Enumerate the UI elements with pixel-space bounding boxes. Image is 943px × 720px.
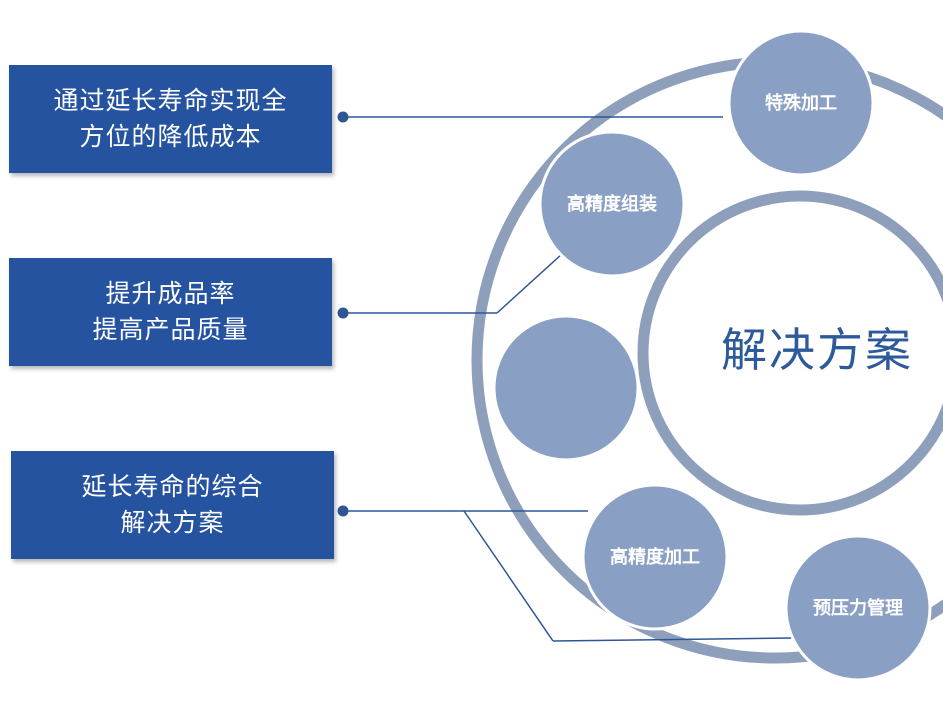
connector-line bbox=[496, 253, 563, 314]
connector-dot bbox=[337, 307, 349, 319]
inner-ring bbox=[637, 190, 943, 516]
connector-dot bbox=[337, 505, 349, 517]
connector-line bbox=[552, 637, 793, 642]
benefit-box-line: 延长寿命的综合 bbox=[81, 472, 264, 501]
benefit-box-line: 提升成品率 bbox=[105, 279, 236, 308]
connectors bbox=[337, 111, 793, 642]
node-label: 特殊加工 bbox=[765, 92, 837, 114]
benefit-box-line: 解决方案 bbox=[120, 508, 225, 537]
ball-special-processing bbox=[727, 29, 875, 177]
node-label: 预压力管理 bbox=[813, 597, 903, 619]
node-label: 高精度组装 bbox=[567, 193, 657, 215]
ball-empty bbox=[492, 314, 640, 462]
benefit-box-line: 提高产品质量 bbox=[92, 315, 249, 344]
benefit-box-line: 方位的降低成本 bbox=[79, 122, 262, 151]
benefit-box-cost-reduction: 通过延长寿命实现全 方位的降低成本 bbox=[9, 65, 332, 173]
ball-precision-assembly bbox=[538, 130, 686, 278]
center-title: 解决方案 bbox=[721, 323, 913, 377]
ball-preload-management bbox=[784, 534, 932, 682]
connector-line bbox=[463, 510, 554, 642]
connector-dot bbox=[337, 111, 349, 123]
benefit-box-line: 通过延长寿命实现全 bbox=[53, 86, 288, 115]
node-label: 高精度加工 bbox=[610, 546, 700, 568]
benefit-box-quality: 提升成品率 提高产品质量 bbox=[9, 258, 332, 366]
ball-precision-machining bbox=[581, 483, 729, 631]
benefit-box-solution: 延长寿命的综合 解决方案 bbox=[11, 451, 334, 559]
